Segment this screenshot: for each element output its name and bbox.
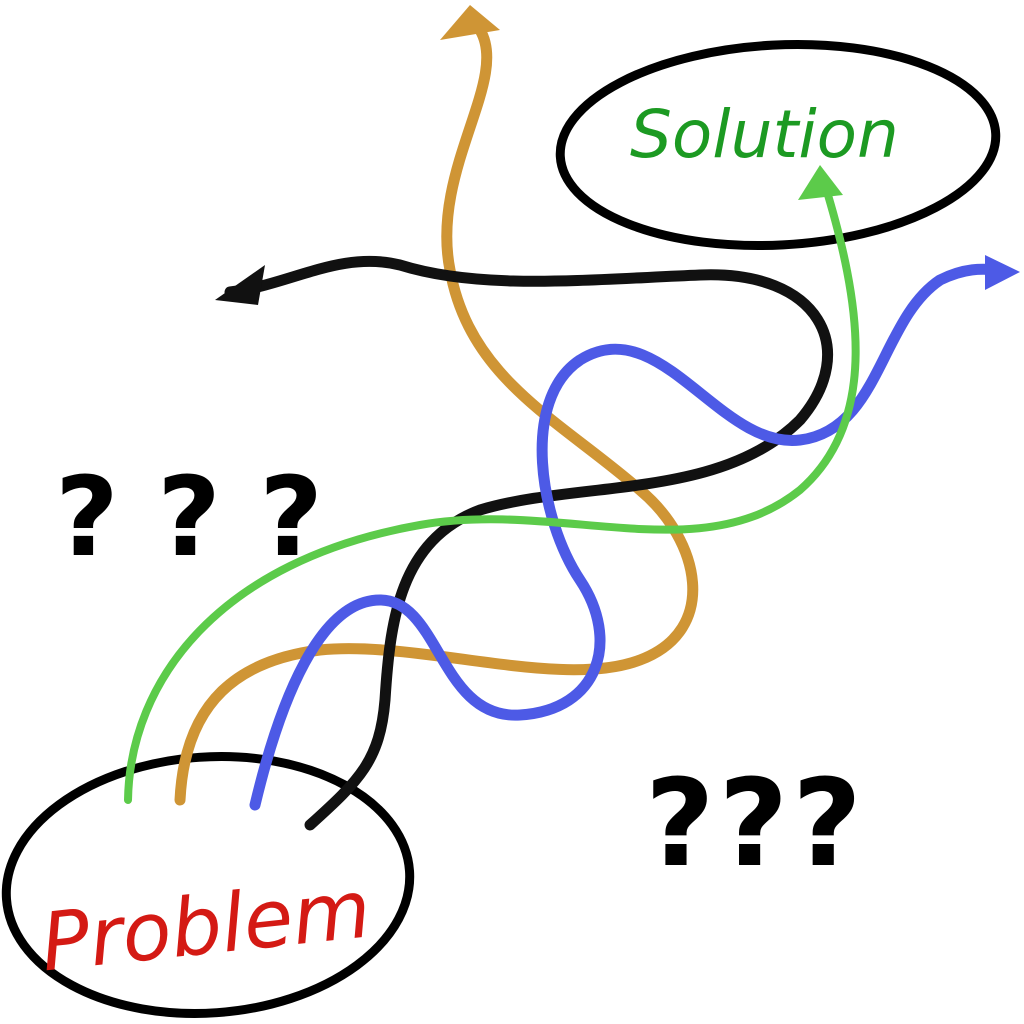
orange-arrow-head-icon bbox=[440, 5, 500, 40]
blue-path bbox=[249, 263, 1006, 811]
solution-ellipse bbox=[555, 39, 1001, 251]
black-arrow-head-icon bbox=[215, 265, 265, 305]
black-path bbox=[224, 255, 833, 831]
orange-path bbox=[174, 24, 699, 806]
green-path bbox=[124, 181, 860, 804]
blue-arrow-head-icon bbox=[985, 255, 1020, 290]
problem-label: Problem bbox=[37, 862, 375, 989]
green-arrow-head-icon bbox=[798, 165, 843, 200]
question-marks-left: ? ? ? bbox=[55, 453, 323, 581]
problem-ellipse bbox=[1, 752, 415, 1018]
question-marks-right: ??? bbox=[645, 755, 866, 894]
solution-label: Solution bbox=[630, 96, 899, 173]
